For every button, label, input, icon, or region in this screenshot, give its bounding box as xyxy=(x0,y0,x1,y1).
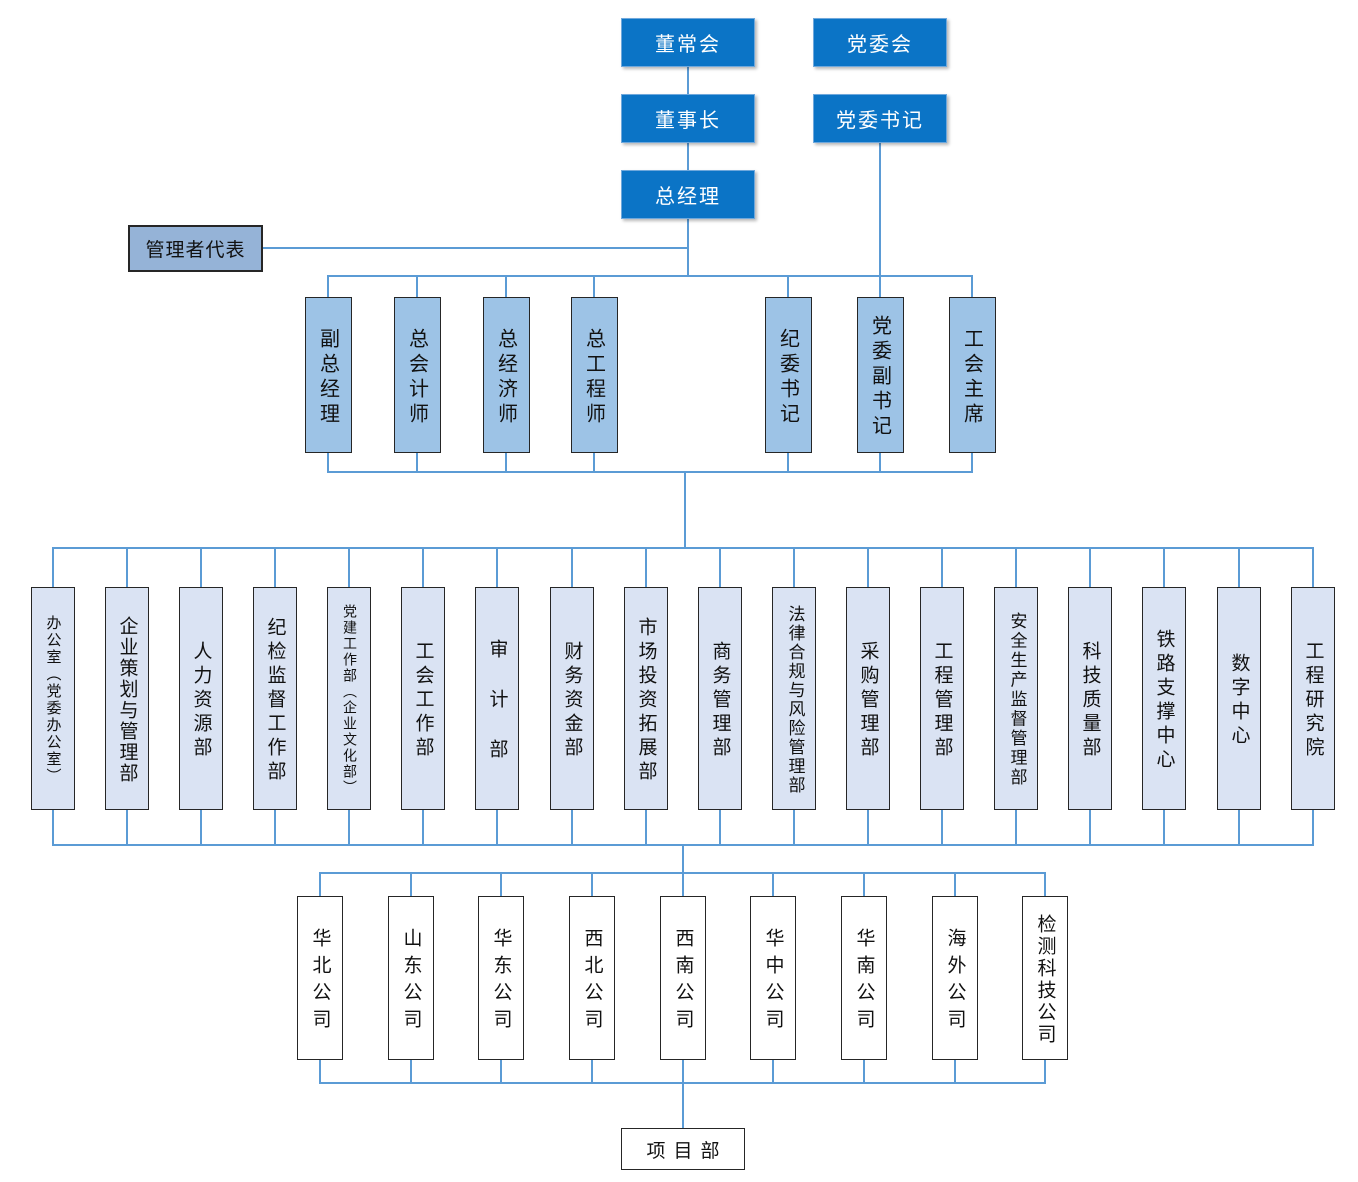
department-label: 审计部 xyxy=(486,639,509,789)
party-secretary-label: 党委书记 xyxy=(836,108,924,132)
department-box: 工会工作部 xyxy=(401,587,445,810)
leader-box: 总工程师 xyxy=(571,297,618,453)
company-box: 华东公司 xyxy=(478,896,524,1060)
department-box: 党建工作部（企业文化部） xyxy=(327,587,371,810)
project-department-box: 项目部 xyxy=(621,1128,745,1170)
company-box: 海外公司 xyxy=(932,896,978,1060)
party-secretary-box: 党委书记 xyxy=(813,94,947,143)
department-label: 党建工作部（企业文化部） xyxy=(341,603,357,796)
company-label: 西南公司 xyxy=(672,928,695,1036)
company-label: 检测科技公司 xyxy=(1034,913,1057,1046)
department-label: 办公室（党委办公室） xyxy=(44,614,63,785)
department-label: 法律合规与风险管理部 xyxy=(784,604,805,795)
project-department-label: 项目部 xyxy=(646,1139,728,1162)
department-box: 审计部 xyxy=(475,587,519,810)
leader-box: 党委副书记 xyxy=(857,297,904,453)
department-box: 数字中心 xyxy=(1217,587,1261,810)
department-box: 人力资源部 xyxy=(179,587,223,810)
department-label: 纪检监督工作部 xyxy=(264,617,287,785)
department-box: 工程研究院 xyxy=(1291,587,1335,810)
leader-label: 党委副书记 xyxy=(868,315,893,440)
leader-box: 副总经理 xyxy=(305,297,352,453)
department-label: 工程研究院 xyxy=(1302,641,1325,761)
department-label: 数字中心 xyxy=(1228,653,1251,749)
leader-label: 副总经理 xyxy=(316,327,341,428)
department-box: 纪检监督工作部 xyxy=(253,587,297,810)
department-box: 市场投资拓展部 xyxy=(624,587,668,810)
department-label: 工会工作部 xyxy=(412,641,435,761)
board-committee-label: 董常会 xyxy=(655,32,721,56)
management-representative-box: 管理者代表 xyxy=(128,225,263,272)
general-manager-box: 总经理 xyxy=(621,170,755,219)
department-label: 科技质量部 xyxy=(1079,641,1102,761)
company-label: 华中公司 xyxy=(762,928,785,1036)
department-label: 铁路支撑中心 xyxy=(1153,629,1176,773)
leader-box: 纪委书记 xyxy=(765,297,812,453)
leader-label: 工会主席 xyxy=(960,327,985,428)
leader-label: 总经济师 xyxy=(494,327,519,428)
company-box: 西北公司 xyxy=(569,896,615,1060)
company-label: 海外公司 xyxy=(944,928,967,1036)
department-label: 企业策划与管理部 xyxy=(116,615,139,784)
management-representative-label: 管理者代表 xyxy=(145,239,246,261)
department-box: 工程管理部 xyxy=(920,587,964,810)
leader-box: 总经济师 xyxy=(483,297,530,453)
leader-label: 总会计师 xyxy=(405,327,430,428)
department-box: 铁路支撑中心 xyxy=(1142,587,1186,810)
company-label: 华北公司 xyxy=(309,928,332,1036)
department-box: 商务管理部 xyxy=(698,587,742,810)
department-box: 企业策划与管理部 xyxy=(105,587,149,810)
company-label: 西北公司 xyxy=(581,928,604,1036)
department-box: 法律合规与风险管理部 xyxy=(772,587,816,810)
company-label: 山东公司 xyxy=(400,928,423,1036)
department-label: 市场投资拓展部 xyxy=(635,617,658,785)
chairman-label: 董事长 xyxy=(655,108,721,132)
company-box: 检测科技公司 xyxy=(1022,896,1068,1060)
department-label: 采购管理部 xyxy=(857,641,880,761)
department-label: 工程管理部 xyxy=(931,641,954,761)
company-box: 华中公司 xyxy=(750,896,796,1060)
board-committee-box: 董常会 xyxy=(621,18,755,67)
department-label: 商务管理部 xyxy=(709,641,732,761)
party-committee-label: 党委会 xyxy=(847,32,913,56)
company-box: 华北公司 xyxy=(297,896,343,1060)
department-box: 采购管理部 xyxy=(846,587,890,810)
chairman-box: 董事长 xyxy=(621,94,755,143)
leader-label: 纪委书记 xyxy=(776,327,801,428)
company-box: 西南公司 xyxy=(660,896,706,1060)
leader-box: 总会计师 xyxy=(394,297,441,453)
company-box: 山东公司 xyxy=(388,896,434,1060)
department-box: 财务资金部 xyxy=(550,587,594,810)
department-label: 财务资金部 xyxy=(561,641,584,761)
department-box: 科技质量部 xyxy=(1068,587,1112,810)
department-box: 办公室（党委办公室） xyxy=(31,587,75,810)
party-committee-box: 党委会 xyxy=(813,18,947,67)
company-label: 华南公司 xyxy=(853,928,876,1036)
leader-box: 工会主席 xyxy=(949,297,996,453)
department-label: 人力资源部 xyxy=(190,641,213,761)
company-label: 华东公司 xyxy=(490,928,513,1036)
leader-label: 总工程师 xyxy=(582,327,607,428)
department-box: 安全生产监督管理部 xyxy=(994,587,1038,810)
general-manager-label: 总经理 xyxy=(655,184,721,208)
company-box: 华南公司 xyxy=(841,896,887,1060)
department-label: 安全生产监督管理部 xyxy=(1006,612,1027,788)
